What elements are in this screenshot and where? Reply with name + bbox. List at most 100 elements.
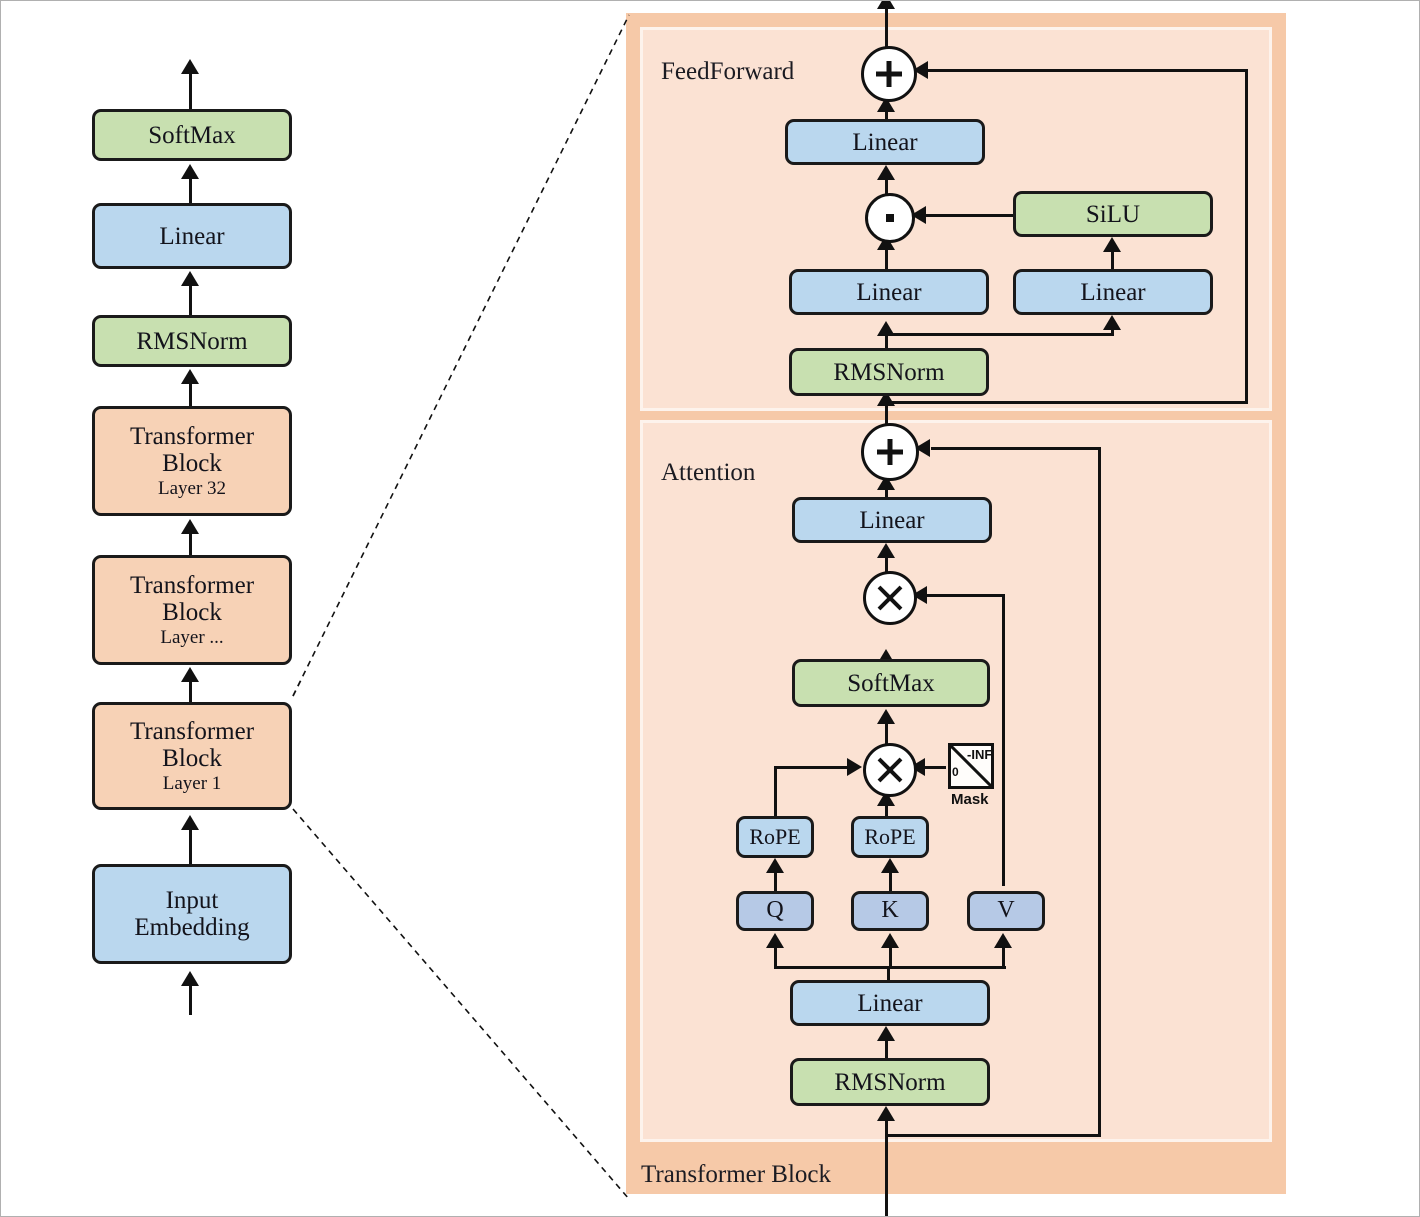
left-node-layerdots-sublabel: Layer ... [160,626,224,648]
left-node-layer1-title: Transformer Block [129,717,255,772]
ff-link-rmsnorm-branch [885,333,1114,336]
callout-dashed-lines [292,681,630,1200]
attn-qkv-fanout-bus [774,966,1006,969]
ff-node-rmsnorm-label: RMSNorm [833,358,945,386]
left-link-rmsnorm-linear [189,284,192,316]
attn-node-v[interactable]: V [967,891,1045,931]
ff-link-mul-linearout-head [877,165,895,180]
feedforward-multiply-op[interactable] [865,193,915,243]
left-node-rmsnorm-label: RMSNorm [136,327,248,355]
attn-residual-top [931,447,1101,450]
ff-node-linear-up[interactable]: Linear [789,269,989,315]
attn-node-softmax[interactable]: SoftMax [792,659,990,707]
attn-link-matmul-linearout-head [877,543,895,558]
attn-node-k[interactable]: K [851,891,929,931]
attn-qkv-fanout-q [774,945,777,967]
left-link-ldots-l32 [189,531,192,559]
attention-mask-glyph[interactable] [948,743,994,789]
attn-node-softmax-label: SoftMax [847,669,935,697]
attention-av-matmul-op[interactable] [863,571,917,625]
left-arrow-out-line [189,69,192,113]
ff-link-linearup-mul [885,247,888,271]
attn-link-q-ropeq-head [766,858,784,873]
attn-node-linear-out[interactable]: Linear [792,497,992,543]
attn-node-rope-k[interactable]: RoPE [851,816,929,858]
attn-v-into-matmul-v [1002,594,1005,886]
attn-link-k-ropek-head [881,858,899,873]
left-link-linear-softmax-head [181,164,199,179]
attn-node-rope-q-label: RoPE [749,824,801,850]
left-node-layer32-title: Transformer Block [129,422,255,477]
ff-link-rmsnorm-up [885,333,888,355]
attn-qkv-fanout-q-head [766,933,784,948]
left-node-transformer-block-layer32[interactable]: Transformer Block Layer 32 [92,406,292,516]
attn-node-linear-in[interactable]: Linear [790,980,990,1026]
left-link-l1-ldots-head [181,667,199,682]
ff-output-arrow [877,1,895,9]
left-arrow-out-head [181,59,199,74]
feedforward-add-op[interactable] [861,46,917,102]
left-input-arrow-line [189,983,192,1015]
left-node-softmax-label: SoftMax [148,121,236,149]
ff-link-silu-mul [926,214,1014,217]
left-node-softmax[interactable]: SoftMax [92,109,292,161]
attn-q-into-matmul-v [774,766,777,816]
attn-node-rmsnorm-label: RMSNorm [834,1068,946,1096]
left-link-l32-rmsnorm-head [181,369,199,384]
left-node-transformer-block-layer-dots[interactable]: Transformer Block Layer ... [92,555,292,665]
left-node-rmsnorm[interactable]: RMSNorm [92,315,292,367]
left-node-transformer-block-layer1[interactable]: Transformer Block Layer 1 [92,702,292,810]
ff-link-lineargate-silu-head [1103,237,1121,252]
attn-q-into-matmul-h [774,766,852,769]
left-node-linear[interactable]: Linear [92,203,292,269]
left-link-ldots-l32-head [181,519,199,534]
callout-dashed-line-upper [292,14,630,697]
ff-node-linear-gate[interactable]: Linear [1013,269,1213,315]
attn-residual-right [1098,447,1101,1137]
ff-residual-bottom [885,401,1248,404]
ff-node-linear-up-label: Linear [856,278,922,306]
ff-link-rmsnorm-gate-head [1103,315,1121,330]
ff-input-line [885,401,888,413]
attn-input-arrow-head [877,1106,895,1121]
left-node-linear-label: Linear [159,222,225,250]
attn-node-q[interactable]: Q [736,891,814,931]
mask-diagonal-icon [951,746,991,786]
attn-link-q-ropeq [774,870,777,892]
attn-input-line [885,1118,888,1140]
attn-node-rope-q[interactable]: RoPE [736,816,814,858]
ff-node-silu[interactable]: SiLU [1013,191,1213,237]
ff-link-mul-linearout [885,177,888,205]
ff-node-linear-gate-label: Linear [1080,278,1146,306]
attn-node-linear-out-label: Linear [859,506,925,534]
attn-qkv-fanout-v [1002,945,1005,967]
left-link-linear-softmax [189,177,192,207]
ff-node-silu-label: SiLU [1085,200,1141,228]
left-input-arrow-head [181,971,199,986]
cross-multiply-icon [877,585,903,611]
attn-node-k-label: K [881,897,899,924]
attention-qk-matmul-op[interactable] [863,743,917,797]
attn-link-k-ropek [889,870,892,892]
left-link-embedding-l1-head [181,815,199,830]
attn-residual-bottom [885,1134,1101,1137]
attn-node-rope-k-label: RoPE [864,824,916,850]
transformer-block-outer-label: Transformer Block [641,1161,832,1188]
ff-node-linear-out[interactable]: Linear [785,119,985,165]
attn-v-into-matmul-h [926,594,1005,597]
ff-node-rmsnorm[interactable]: RMSNorm [789,348,989,396]
attn-link-qk-softmax [885,723,888,749]
feedforward-label: FeedForward [661,58,795,85]
left-node-layer32-sublabel: Layer 32 [157,477,227,499]
left-node-input-embedding[interactable]: Input Embedding [92,864,292,964]
mask-caption: Mask [951,791,989,808]
attn-qkv-fanout-k [889,945,892,967]
attn-node-rmsnorm[interactable]: RMSNorm [790,1058,990,1106]
attn-qkv-fanout-k-head [881,933,899,948]
attention-label: Attention [661,459,756,486]
attn-node-q-label: Q [766,897,784,924]
attn-qkv-fanout-v-head [994,933,1012,948]
attention-add-op[interactable] [861,423,919,481]
attn-mask-into-matmul [924,766,946,769]
left-link-l1-ldots [189,679,192,707]
